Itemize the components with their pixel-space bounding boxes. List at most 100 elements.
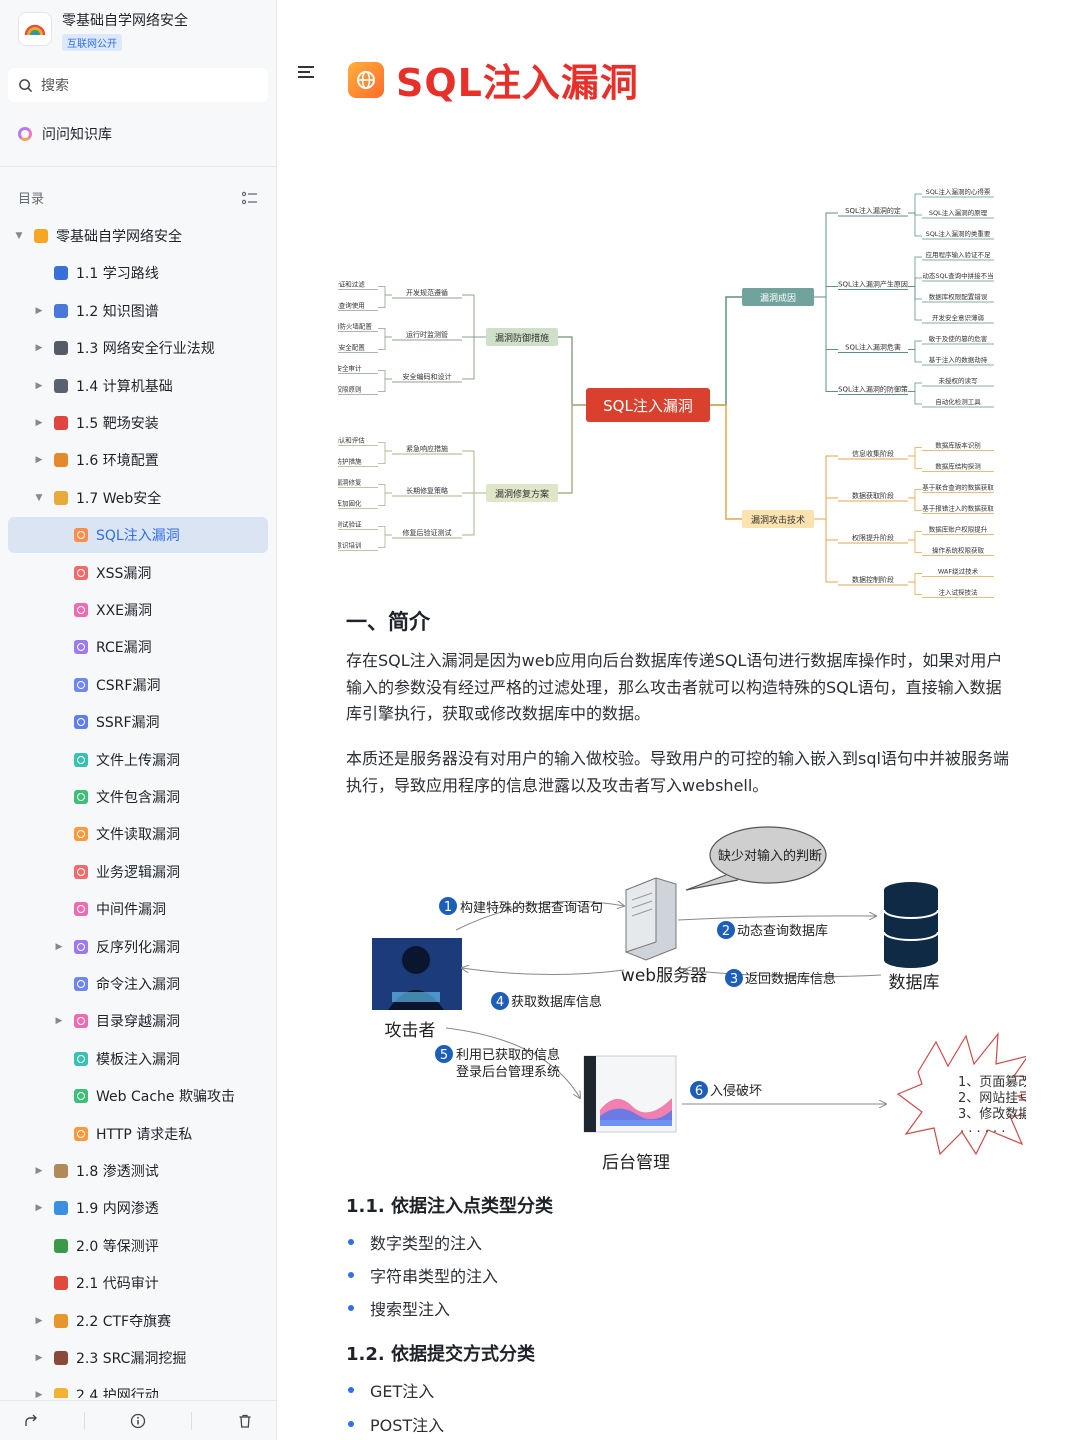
section-heading-1-1: 1.1. 依据注入点类型分类 — [346, 1196, 553, 1217]
toc-item[interactable]: ▶2.4 护网行动 — [8, 1377, 268, 1398]
toc-item[interactable]: ▼1.7 Web安全 — [8, 480, 268, 516]
search-button[interactable]: 搜索 — [8, 68, 268, 102]
step-badges: 1 构建特殊的数据查询语句 2 动态查询数据库 3 返回数据库信息 4 获取数据… — [435, 897, 836, 1099]
chevron-right-icon[interactable]: ▶ — [35, 1203, 43, 1214]
cloud-text: 缺少对输入的判断 — [718, 848, 822, 864]
chevron-right-icon[interactable]: ▶ — [35, 1166, 43, 1176]
list-item: GET注入 — [348, 1378, 434, 1402]
toc-item[interactable]: 业务逻辑漏洞 — [8, 854, 268, 890]
toc-item[interactable]: 2.0 等保测评 — [8, 1228, 268, 1264]
toc-item[interactable]: ▶反序列化漏洞 — [8, 929, 268, 965]
chart-icon — [54, 303, 68, 318]
mindmap-connector — [378, 328, 392, 338]
toc-item[interactable]: ▼零基础自学网络安全 — [8, 218, 268, 254]
section-heading-1-2: 1.2. 依据提交方式分类 — [346, 1344, 535, 1365]
toc-item[interactable]: 文件包含漏洞 — [8, 779, 268, 815]
mindmap-connector — [814, 286, 838, 298]
admin-label: 后台管理 — [602, 1153, 670, 1173]
chevron-right-icon[interactable]: ▶ — [55, 1016, 63, 1027]
toc-item-label: SSRF漏洞 — [96, 715, 160, 732]
toc-item[interactable]: ▶1.8 渗透测试 — [8, 1153, 268, 1189]
mindmap-connector — [378, 534, 392, 548]
toc-item[interactable]: ▶1.4 计算机基础 — [8, 368, 268, 404]
toc-item[interactable]: ▶1.3 网络安全行业法规 — [8, 330, 268, 366]
toc-item[interactable]: 命令注入漏洞 — [8, 966, 268, 1002]
toc-item[interactable]: ▶ 1.9 内网渗透 — [8, 1190, 268, 1226]
chevron-down-icon[interactable]: ▼ — [15, 231, 23, 241]
film-icon — [54, 341, 68, 356]
toc-item[interactable]: HTTP 请求走私 — [8, 1116, 268, 1152]
toc-item[interactable]: XSS漏洞 — [8, 555, 268, 591]
damage-burst: 1、页面篡改 2、网站挂马 3、修改数据 · · · · · · — [896, 1032, 1026, 1156]
share-icon[interactable] — [23, 1413, 39, 1429]
trash-icon[interactable] — [237, 1413, 253, 1429]
chevron-right-icon[interactable]: ▶ — [35, 1353, 43, 1363]
map-icon — [54, 266, 68, 281]
doc-icon — [74, 565, 88, 580]
database-label: 数据库 — [889, 973, 940, 993]
chevron-right-icon[interactable]: ▶ — [35, 1315, 43, 1326]
toc-item[interactable]: 1.1 学习路线 — [8, 255, 268, 291]
toc-item-label: 命令注入漏洞 — [96, 977, 180, 993]
arrow-step-4 — [462, 968, 625, 976]
mindmap-connector — [378, 286, 392, 296]
mindmap-connector — [378, 378, 392, 392]
list-item: POST注入 — [348, 1412, 444, 1436]
toc-item[interactable]: 模板注入漏洞 — [8, 1041, 268, 1077]
doc-icon — [74, 827, 88, 842]
mindmap-root-node — [586, 388, 710, 422]
briefcase-icon — [54, 1351, 68, 1365]
toc-item-label: HTTP 请求走私 — [96, 1126, 193, 1143]
toc-item[interactable]: 文件读取漏洞 — [8, 816, 268, 852]
mindmap-connector — [908, 286, 922, 321]
toc-item[interactable]: 2.1 代码审计 — [8, 1265, 268, 1301]
toc-item[interactable]: ▶1.6 环境配置 — [8, 442, 268, 478]
mindmap-leaf-label: 输入验证和过滤 — [338, 280, 365, 289]
mindmap-leaf-label: SQL注入漏洞的原理 — [929, 208, 988, 217]
chevron-right-icon[interactable]: ▶ — [35, 418, 43, 428]
globe-icon — [54, 1201, 68, 1216]
hamburger-menu-icon[interactable] — [298, 66, 314, 81]
toc-list-toggle-icon[interactable] — [242, 191, 258, 205]
mindmap-leaf-label: 代码安全审计 — [338, 364, 362, 373]
mindmap-group-label: 信息收集阶段 — [852, 449, 894, 458]
toc-item[interactable]: SQL注入漏洞 — [8, 517, 268, 554]
knowledge-base-header[interactable]: 零基础自学网络安全 互联网公开 — [18, 12, 188, 51]
footer-separator — [83, 1411, 85, 1430]
badge-2: 2 — [722, 924, 730, 939]
mindmap-connector — [908, 581, 922, 595]
chevron-right-icon[interactable]: ▶ — [35, 455, 43, 466]
toc-item[interactable]: ▶2.3 SRC漏洞挖掘 — [8, 1340, 268, 1376]
toc-item[interactable]: SSRF漏洞 — [8, 704, 268, 740]
ask-knowledge-base-button[interactable]: 问问知识库 — [18, 124, 112, 144]
list-item-text: POST注入 — [370, 1416, 445, 1435]
chevron-right-icon[interactable]: ▶ — [35, 1390, 43, 1398]
toc-item[interactable]: 文件上传漏洞 — [8, 742, 268, 778]
doc-icon — [74, 677, 88, 692]
toc-item[interactable]: Web Cache 欺骗攻击 — [8, 1078, 268, 1114]
mindmap-connector — [908, 340, 922, 350]
mindmap-leaf-label: 功能测试验证 — [338, 520, 362, 529]
chevron-right-icon[interactable]: ▶ — [55, 941, 63, 952]
chevron-down-icon[interactable]: ▼ — [35, 492, 43, 503]
chevron-right-icon[interactable]: ▶ — [35, 380, 43, 391]
chevron-right-icon[interactable]: ▶ — [35, 343, 43, 354]
toc-item[interactable]: ▶1.5 靶场安装 — [8, 405, 268, 441]
toc-item[interactable]: ▶2.2 CTF夺旗赛 — [8, 1303, 268, 1339]
toc-item[interactable]: 中间件漏洞 — [8, 891, 268, 927]
mindmap-leaf-label: 代码漏洞修复 — [338, 478, 362, 487]
mindmap-leaf-label: 基于联合查询的数据获取 — [922, 483, 994, 492]
mindmap-connector — [558, 336, 586, 406]
chevron-right-icon[interactable]: ▶ — [35, 305, 43, 316]
arrow-step-2 — [677, 916, 876, 921]
toc-item[interactable]: CSRF漏洞 — [8, 667, 268, 703]
toc-item-label: 1.9 内网渗透 — [76, 1201, 159, 1218]
mindmap-connector — [462, 336, 486, 380]
toc-item[interactable]: ▶1.2 知识图谱 — [8, 293, 268, 329]
toc-item[interactable]: XXE漏洞 — [8, 592, 268, 628]
info-icon[interactable] — [130, 1413, 146, 1429]
title-row: SQL注入漏洞 — [348, 52, 639, 107]
toc-item[interactable]: ▶目录穿越漏洞 — [8, 1003, 268, 1039]
toc-item[interactable]: RCE漏洞 — [8, 629, 268, 665]
